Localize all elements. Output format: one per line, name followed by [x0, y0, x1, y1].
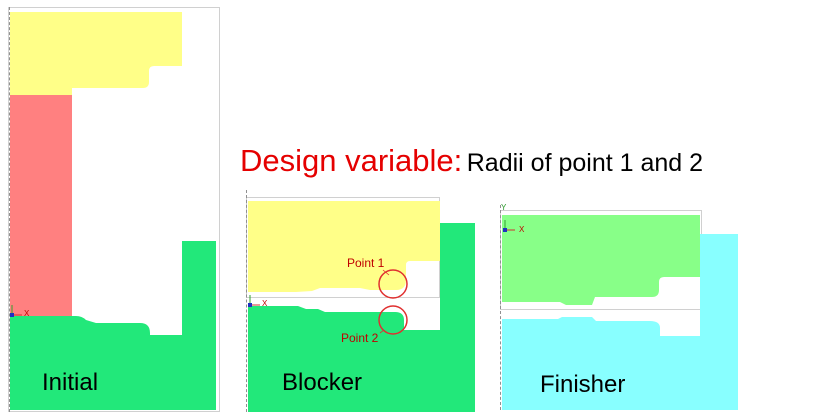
finisher-x-axis-label: X: [519, 225, 525, 234]
initial-lower-die: [10, 241, 216, 410]
initial-axis-triad: [10, 305, 22, 317]
initial-panel-frame: [8, 7, 220, 412]
blocker-caption: Blocker: [282, 369, 363, 396]
point1-label: Point 1: [347, 256, 385, 270]
design-variable-heading: Design variable: Radii of point 1 and 2: [240, 143, 703, 179]
finisher-axis-triad: [503, 220, 515, 232]
point2-label: Point 2: [341, 331, 379, 345]
point2-leader-line: [379, 329, 385, 334]
finisher-symmetry-axis: [500, 205, 501, 410]
finisher-lower-die: [502, 234, 738, 410]
blocker-symmetry-axis: [246, 190, 247, 412]
design-variable-description: Radii of point 1 and 2: [466, 149, 704, 177]
initial-x-axis-label: X: [24, 309, 30, 318]
blocker-lower-die: [248, 223, 475, 412]
initial-symmetry-axis: [9, 7, 10, 412]
finisher-upper-die: [502, 215, 700, 305]
design-variable-label: Design variable:: [240, 143, 463, 178]
initial-billet: [10, 95, 72, 317]
blocker-x-axis-label: X: [262, 299, 268, 308]
point2-highlight-circle: [378, 305, 408, 335]
point1-highlight-circle: [378, 269, 408, 299]
initial-upper-die: [10, 12, 182, 95]
blocker-upper-die: [248, 201, 440, 292]
point1-leader-line: [382, 269, 390, 276]
finisher-y-axis-label: Y: [501, 203, 507, 212]
finisher-caption: Finisher: [540, 371, 626, 398]
initial-caption: Initial: [42, 369, 99, 396]
blocker-axis-triad: [248, 295, 260, 307]
